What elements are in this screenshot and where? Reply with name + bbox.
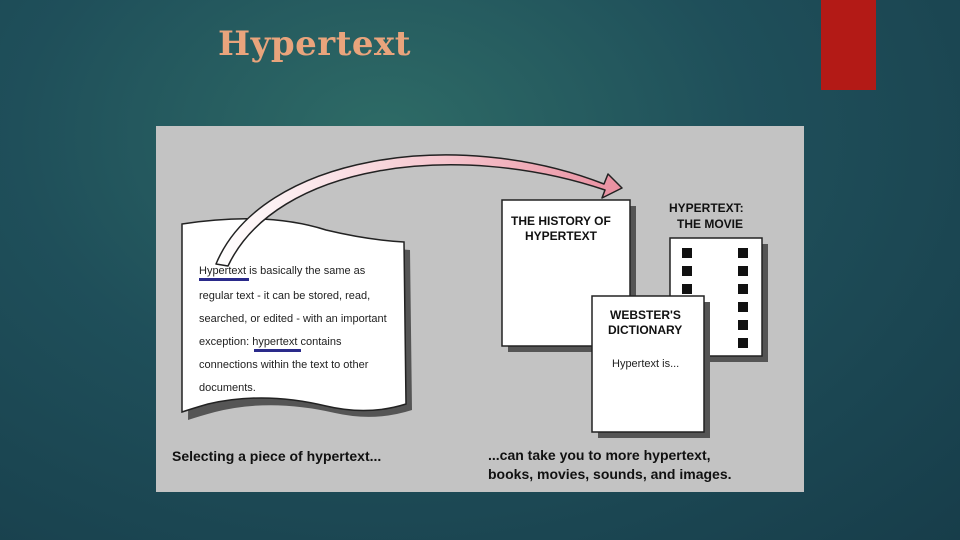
source-line: Hypertext is basically the same as: [199, 265, 366, 277]
link-arrow: [215, 154, 623, 267]
history-title-line: THE HISTORY OF: [511, 214, 611, 228]
source-document: Hypertext is basically the same as regul…: [181, 217, 412, 420]
link-underline: [254, 349, 301, 352]
history-title-line: HYPERTEXT: [525, 229, 598, 243]
movie-title-line: HYPERTEXT:: [669, 201, 744, 215]
film-strip-holes: [682, 248, 748, 348]
caption-left: Selecting a piece of hypertext...: [172, 448, 381, 464]
diagram-canvas: Hypertext is basically the same as regul…: [172, 154, 768, 482]
source-line: searched, or edited - with an important: [199, 313, 387, 325]
document-dictionary: WEBSTER'S DICTIONARY Hypertext is...: [591, 295, 710, 438]
link-underline: [199, 278, 249, 281]
dictionary-body: Hypertext is...: [612, 358, 679, 370]
source-line: connections within the text to other: [199, 359, 369, 371]
source-line: documents.: [199, 382, 256, 394]
dictionary-title-line: WEBSTER'S: [610, 308, 681, 322]
slide-title: Hypertext: [218, 24, 412, 64]
accent-bar: [821, 0, 876, 90]
source-line: exception: hypertext contains: [199, 336, 342, 348]
hypertext-diagram: Hypertext is basically the same as regul…: [156, 126, 804, 492]
source-line: regular text - it can be stored, read,: [199, 290, 370, 302]
caption-right-line: books, movies, sounds, and images.: [488, 466, 732, 482]
movie-title-line: THE MOVIE: [677, 217, 743, 231]
dictionary-title-line: DICTIONARY: [608, 323, 682, 337]
caption-right-line: ...can take you to more hypertext,: [488, 447, 711, 463]
